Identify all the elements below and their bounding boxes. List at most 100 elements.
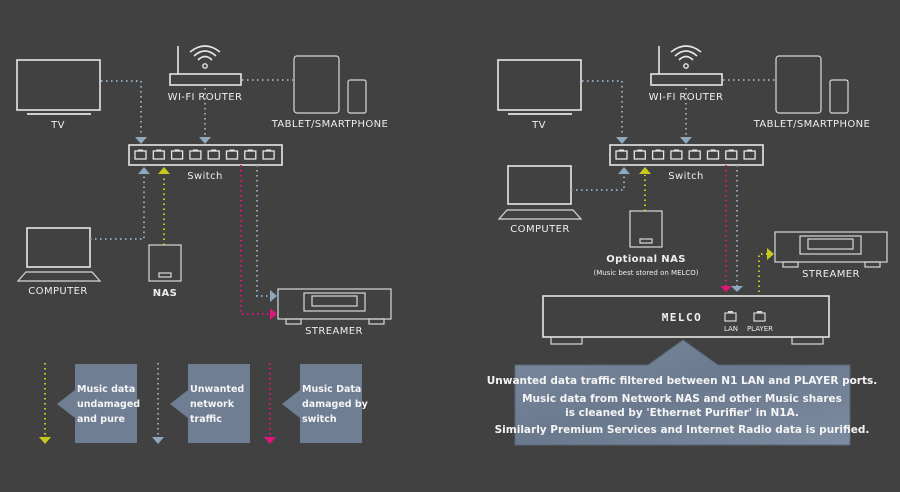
arrow-down-icon: [39, 437, 51, 444]
arrow-up-icon: [618, 167, 630, 174]
legend-item: Unwanted network traffic: [152, 363, 250, 444]
nas-label: Optional NAS: [606, 254, 686, 265]
link-computer-switch: [571, 175, 625, 191]
ethernet-port-icon: [651, 149, 665, 160]
computer-icon: [497, 165, 583, 220]
computer-label: COMPUTER: [28, 286, 87, 297]
legend-text: network: [190, 399, 235, 410]
tablet-label: TABLET/SMARTPHONE: [753, 119, 871, 130]
ethernet-port-icon: [725, 149, 738, 160]
lan-port-icon: [724, 311, 737, 322]
computer-label: COMPUTER: [510, 224, 569, 235]
ethernet-port-icon: [134, 149, 147, 160]
link-tv-switch: [582, 80, 623, 136]
link-switch-streamer-damaged: [240, 165, 270, 315]
arrow-down-icon: [135, 137, 147, 144]
ethernet-port-icon: [688, 149, 701, 160]
melco-unit: MELCO LAN PLAYER: [542, 295, 830, 345]
arrow-down-icon: [616, 137, 628, 144]
switch-icon: [128, 144, 283, 166]
connections-right: [571, 79, 775, 292]
legend-text: and pure: [77, 414, 125, 425]
switch-label: Switch: [668, 171, 703, 182]
legend-item: Music data undamaged and pure: [39, 363, 140, 444]
legend-item: Music Data damaged by switch: [264, 363, 369, 444]
player-port-label: PLAYER: [747, 325, 773, 333]
link-melco-streamer: [758, 253, 767, 292]
streamer-icon: [277, 288, 392, 325]
link-computer-switch: [90, 175, 145, 240]
callout-line: is cleaned by 'Ethernet Purifier' in N1A…: [565, 407, 799, 419]
arrow-down-icon: [264, 437, 276, 444]
callout-line: Unwanted data traffic filtered between N…: [487, 375, 877, 387]
ethernet-port-icon: [170, 149, 184, 160]
legend-callout: [282, 364, 362, 443]
legend-text: damaged by: [302, 399, 369, 410]
legend-callout: [170, 364, 250, 443]
wifi-router-icon: [650, 45, 723, 86]
tv-label: TV: [531, 120, 546, 131]
legend-text: traffic: [190, 414, 222, 425]
tv-label: TV: [50, 120, 65, 131]
link-tv-switch: [101, 80, 142, 136]
legend-text: undamaged: [77, 399, 140, 410]
arrow-down-icon: [199, 137, 211, 144]
tv-icon: [497, 59, 582, 115]
switch-label: Switch: [187, 171, 222, 182]
melco-logo: MELCO: [662, 311, 703, 324]
arrow-right-icon: [270, 290, 277, 302]
arrow-down-icon: [152, 437, 164, 444]
ethernet-port-icon: [244, 149, 257, 160]
ethernet-port-icon: [262, 149, 275, 160]
nas-label: NAS: [153, 288, 178, 299]
player-port-icon: [753, 311, 766, 322]
nas-icon: [148, 244, 182, 282]
ethernet-port-icon: [633, 149, 646, 160]
router-label: WI-FI ROUTER: [168, 92, 243, 103]
callout-line: Similarly Premium Services and Internet …: [495, 424, 870, 436]
tv-icon: [16, 59, 101, 115]
legend: Music data undamaged and pure Unwanted netwo…: [39, 363, 369, 444]
ethernet-port-icon: [615, 149, 628, 160]
melco-callout: Unwanted data traffic filtered between N…: [487, 339, 877, 446]
ethernet-port-icon: [207, 149, 220, 160]
wifi-router-icon: [169, 45, 242, 86]
arrow-down-icon: [731, 286, 743, 292]
streamer-label: STREAMER: [305, 326, 363, 337]
tablet-smartphone-icon: [293, 55, 367, 114]
switch-ports: [134, 149, 275, 160]
ethernet-port-icon: [670, 149, 683, 160]
switch-ports: [615, 149, 756, 160]
connections-left: [90, 79, 293, 315]
arrow-right-icon: [767, 248, 774, 260]
ethernet-port-icon: [743, 149, 756, 160]
link-switch-streamer-traffic: [256, 165, 270, 297]
arrow-up-icon: [639, 167, 651, 174]
legend-callout: [57, 364, 137, 443]
arrow-up-icon: [158, 167, 170, 174]
switch-icon: [609, 144, 764, 166]
left-diagram: TV WI-FI ROUTER TABLET/SMARTPHONE Switch: [16, 45, 392, 444]
ethernet-port-icon: [706, 149, 720, 160]
legend-text: Unwanted: [190, 384, 244, 395]
arrow-up-icon: [138, 167, 150, 174]
legend-text: Music Data: [302, 384, 361, 395]
ethernet-port-icon: [225, 149, 239, 160]
nas-note: (Music best stored on MELCO): [593, 269, 698, 277]
arrows-right: [616, 137, 774, 292]
tablet-smartphone-icon: [775, 55, 849, 114]
nas-icon: [629, 210, 663, 248]
arrow-right-icon: [270, 308, 277, 320]
lan-port-label: LAN: [724, 325, 738, 333]
right-diagram: TV WI-FI ROUTER TABLET/SMARTPHONE Switch: [487, 45, 888, 446]
arrow-down-icon: [680, 137, 692, 144]
router-label: WI-FI ROUTER: [649, 92, 724, 103]
legend-text: switch: [302, 414, 337, 425]
streamer-label: STREAMER: [802, 269, 860, 280]
legend-text: Music data: [77, 384, 135, 395]
computer-icon: [16, 227, 102, 282]
streamer-icon: [774, 231, 888, 268]
callout-line: Music data from Network NAS and other Mu…: [522, 393, 842, 405]
arrows-left: [135, 137, 277, 320]
tablet-label: TABLET/SMARTPHONE: [271, 119, 389, 130]
